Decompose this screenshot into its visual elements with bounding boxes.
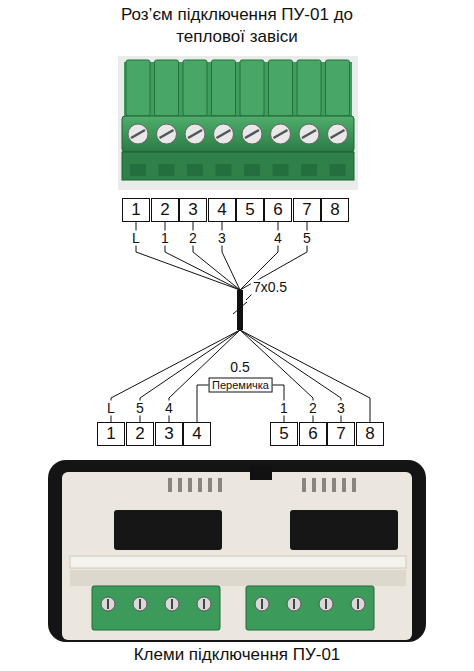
pin-number: 2 bbox=[135, 424, 144, 444]
wire-label: 5 bbox=[301, 231, 313, 246]
pin-box: 1 bbox=[97, 422, 126, 446]
pin-box: 7 bbox=[327, 422, 356, 446]
caption: Клеми підключення ПУ-01 bbox=[0, 644, 474, 666]
jumper-label: Перемичка bbox=[208, 378, 273, 393]
pin-box: 4 bbox=[208, 198, 237, 222]
pin-box: 4 bbox=[183, 422, 212, 446]
wire-label: 3 bbox=[335, 401, 347, 416]
pin-box: 6 bbox=[264, 198, 293, 222]
wire bbox=[165, 222, 313, 422]
pin-number: 4 bbox=[217, 200, 226, 220]
pin-number: 5 bbox=[245, 200, 254, 220]
pin-number: 4 bbox=[192, 424, 201, 444]
pin-number: 7 bbox=[302, 200, 311, 220]
pin-box: 5 bbox=[236, 198, 265, 222]
wire-label: 0.5 bbox=[228, 360, 251, 375]
wire-label: 1 bbox=[159, 231, 171, 246]
pin-box: 8 bbox=[356, 422, 385, 446]
plug-connector bbox=[118, 56, 358, 190]
pin-box: 1 bbox=[122, 198, 151, 222]
pin-box: 3 bbox=[155, 422, 184, 446]
pin-box: 6 bbox=[299, 422, 328, 446]
wire bbox=[193, 222, 341, 422]
pin-number: 5 bbox=[279, 424, 288, 444]
controller-terminals bbox=[48, 460, 426, 642]
wire-label: 1 bbox=[278, 401, 290, 416]
wire-label: 2 bbox=[187, 231, 199, 246]
pin-box: 2 bbox=[151, 198, 180, 222]
wire-label: 5 bbox=[134, 401, 146, 416]
pin-box: 7 bbox=[293, 198, 322, 222]
pin-box: 8 bbox=[321, 198, 350, 222]
title: Роз’єм підключення ПУ-01 до теплової зав… bbox=[112, 4, 362, 48]
wire-label: 7x0.5 bbox=[251, 280, 289, 295]
pin-number: 7 bbox=[336, 424, 345, 444]
pin-box: 2 bbox=[126, 422, 155, 446]
wire bbox=[169, 222, 278, 422]
pin-number: 1 bbox=[106, 424, 115, 444]
pin-number: 3 bbox=[164, 424, 173, 444]
pin-number: 2 bbox=[160, 200, 169, 220]
pin-number: 8 bbox=[330, 200, 339, 220]
wire bbox=[140, 222, 307, 422]
wire-label: 4 bbox=[272, 231, 284, 246]
pin-number: 6 bbox=[273, 200, 282, 220]
pin-box: 5 bbox=[270, 422, 299, 446]
pin-number: 8 bbox=[365, 424, 374, 444]
wire-label: L bbox=[105, 401, 117, 416]
wire-label: 2 bbox=[307, 401, 319, 416]
wire-label: 4 bbox=[163, 401, 175, 416]
pin-number: 1 bbox=[131, 200, 140, 220]
pin-box: 3 bbox=[179, 198, 208, 222]
pin-number: 6 bbox=[308, 424, 317, 444]
wire-label: L bbox=[130, 231, 142, 246]
wire-label: 3 bbox=[216, 231, 228, 246]
pin-number: 3 bbox=[188, 200, 197, 220]
